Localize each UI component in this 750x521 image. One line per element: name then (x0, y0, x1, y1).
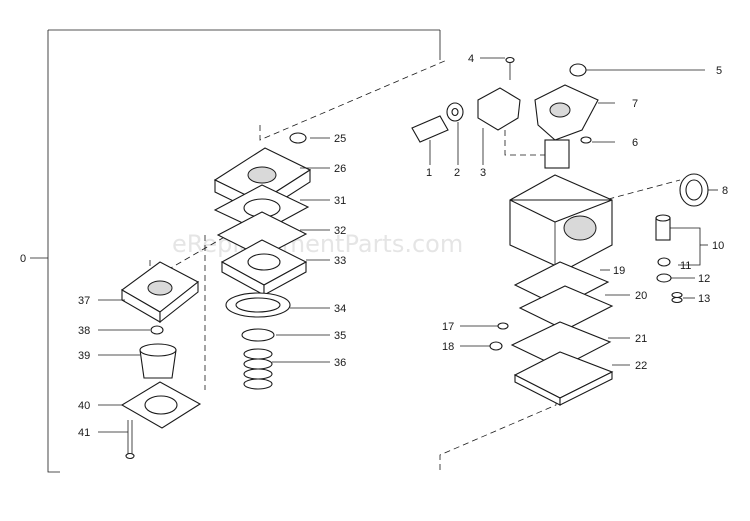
part-40-gasket (120, 381, 202, 429)
part-38-valve (150, 325, 164, 335)
callout-39: 39 (78, 350, 90, 362)
part-12-ring (656, 273, 672, 283)
callout-12: 12 (698, 273, 710, 285)
part-39-cup (139, 343, 177, 379)
callout-35: 35 (334, 330, 346, 342)
callout-4: 4 (468, 53, 474, 65)
callout-26: 26 (334, 163, 346, 175)
part-1-screw (411, 115, 449, 143)
callout-18: 18 (442, 341, 454, 353)
callout-1: 1 (426, 167, 432, 179)
part-33-housing (220, 239, 308, 296)
callout-31: 31 (334, 195, 346, 207)
callout-34: 34 (334, 303, 346, 315)
callout-5: 5 (716, 65, 722, 77)
part-3-bracket (477, 87, 521, 131)
callout-37: 37 (78, 295, 90, 307)
part-2-washer (446, 102, 464, 122)
callout-21: 21 (635, 333, 647, 345)
part-6-clip (580, 136, 592, 144)
callout-40: 40 (78, 400, 90, 412)
part-10-needle-valve (655, 214, 671, 241)
callout-38: 38 (78, 325, 90, 337)
part-4-screw (505, 56, 515, 80)
part-35-ring (241, 328, 275, 342)
part-5-knob (569, 63, 587, 77)
callout-10: 10 (712, 240, 724, 252)
callout-19: 19 (613, 265, 625, 277)
callout-41: 41 (78, 427, 90, 439)
callout-8: 8 (722, 185, 728, 197)
part-7-throttle-assembly (534, 84, 599, 169)
callout-0: 0 (20, 253, 26, 265)
callout-33: 33 (334, 255, 346, 267)
callout-25: 25 (334, 133, 346, 145)
callout-20: 20 (635, 290, 647, 302)
callout-36: 36 (334, 357, 346, 369)
callout-13: 13 (698, 293, 710, 305)
part-41-screw (125, 420, 135, 460)
assembly-bracket (30, 29, 441, 473)
callout-22: 22 (635, 360, 647, 372)
part-13-spring (671, 291, 683, 304)
part-18-screw (489, 341, 503, 351)
carburetor-body (509, 174, 613, 271)
part-17-screw (497, 322, 509, 330)
part-37-pump-cover (120, 261, 200, 324)
part-34-diaphragm (225, 292, 291, 318)
callout-3: 3 (480, 167, 486, 179)
part-36-spring (243, 348, 273, 390)
leader-lines (98, 57, 718, 433)
callout-17: 17 (442, 321, 454, 333)
callout-labels: 0 1 2 3 4 5 6 7 8 10 11 12 13 17 18 19 2… (20, 53, 728, 439)
callout-32: 32 (334, 225, 346, 237)
part-22-cover (513, 351, 614, 406)
callout-2: 2 (454, 167, 460, 179)
part-25-plug (289, 132, 307, 144)
part-11-washer (657, 257, 671, 267)
callout-6: 6 (632, 137, 638, 149)
watermark: eReplacementParts.com (172, 230, 463, 258)
part-20-diaphragm (518, 285, 614, 331)
part-8-seal-ring (679, 173, 709, 207)
callout-7: 7 (632, 98, 638, 110)
callout-11: 11 (680, 260, 691, 272)
